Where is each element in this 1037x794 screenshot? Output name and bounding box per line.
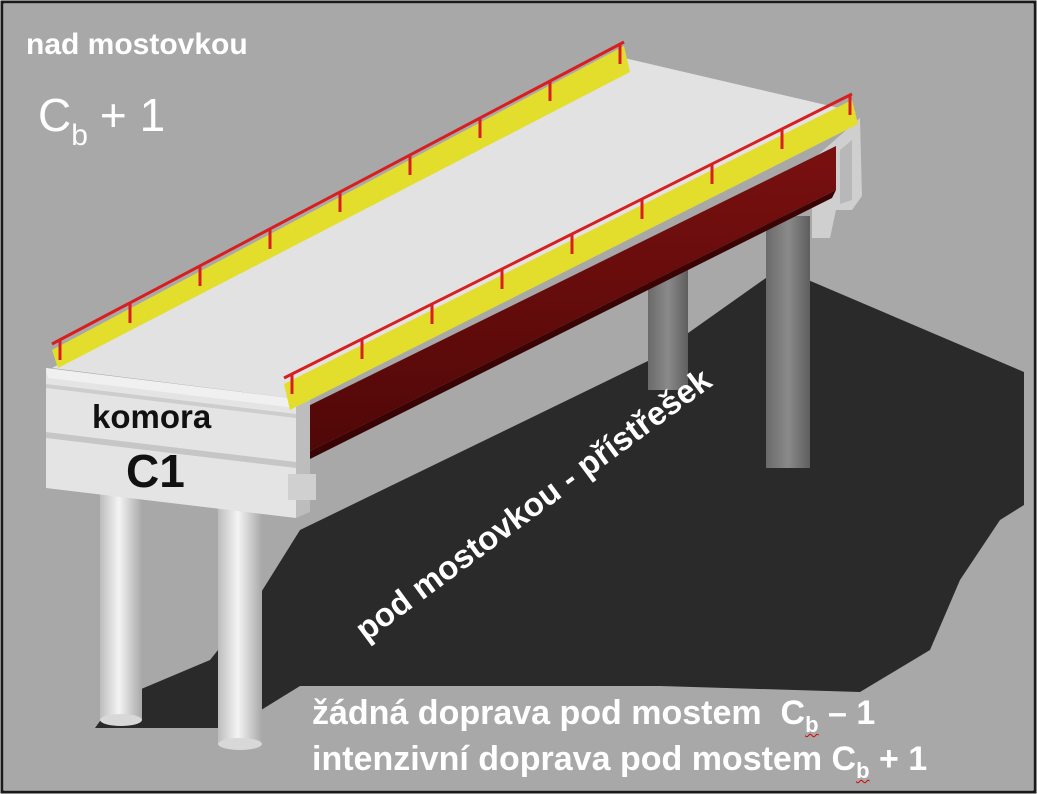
abutment-front [46,368,296,518]
far-pier-right [766,216,810,468]
above-deck-label: nad mostovkou [26,28,248,61]
traffic-intense-line: intenzivní doprava pod mostem Cb + 1 [312,740,928,783]
column-left [100,470,142,720]
column-left-base [100,714,142,726]
railing-left [51,40,625,360]
traffic-none-line: žádná doprava pod mostem Cb – 1 [312,694,876,737]
chamber-id: C1 [126,445,185,497]
above-deck-class-base: C [38,89,72,141]
railing-right-rail [283,92,853,380]
traffic-intense-text: intenzivní doprava pod mostem [312,740,823,778]
railing-left-rail [51,40,625,346]
railing-right [283,92,853,394]
abutment-ledge-lower [46,432,296,468]
traffic-none-sub: b [805,712,819,737]
above-deck-class: Cb + 1 [38,88,166,152]
traffic-none-base: C [780,694,806,732]
barrier-right [284,100,858,410]
girder-bottom [296,190,836,464]
traffic-intense-suffix: + 1 [879,740,928,778]
above-deck-class-sub: b [71,119,88,152]
abutment-bearing [288,474,316,500]
abutment-ledge-upper [46,384,296,418]
column-right-base [218,738,262,750]
traffic-intense-base: C [831,740,857,778]
traffic-none-text: žádná doprava pod mostem [312,694,762,732]
traffic-none-suffix: – 1 [828,694,876,732]
column-right [218,494,262,744]
above-deck-class-suffix: + 1 [99,89,166,141]
girder-side [296,146,836,458]
chamber-label: komora [92,398,212,435]
deck-edge [46,368,296,408]
far-abutment-notch [840,140,852,204]
deck-top [52,58,856,398]
traffic-intense-sub: b [856,758,870,783]
